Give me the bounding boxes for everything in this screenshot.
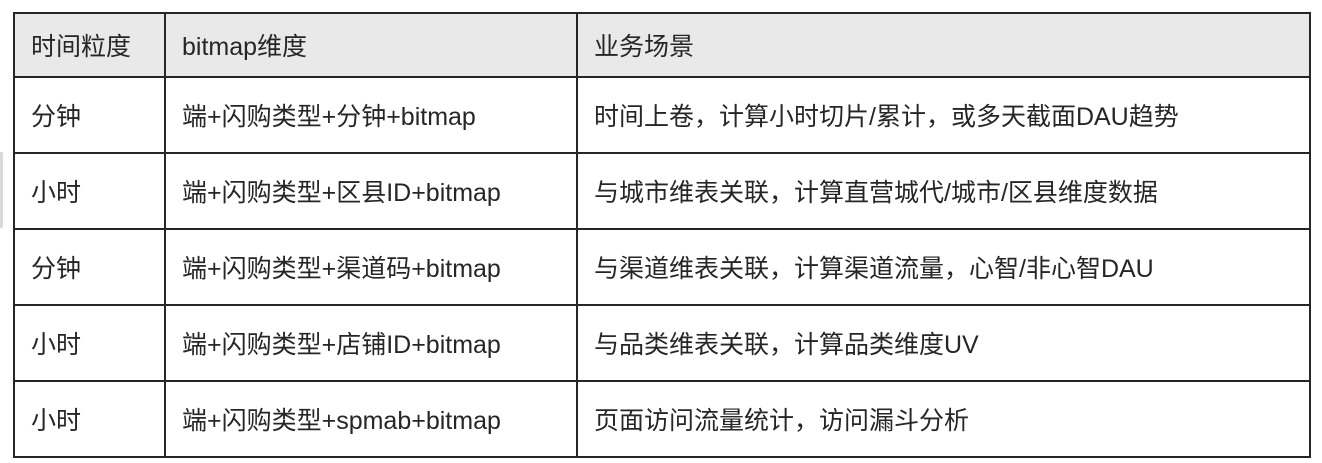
cell-dimension: 端+闪购类型+区县ID+bitmap bbox=[164, 152, 578, 230]
header-cell-time-granularity: 时间粒度 bbox=[13, 12, 166, 78]
cell-dimension: 端+闪购类型+spmab+bitmap bbox=[164, 380, 578, 458]
table-header: 时间粒度 bitmap维度 业务场景 bbox=[13, 12, 1311, 78]
table-row: 小时 端+闪购类型+spmab+bitmap 页面访问流量统计，访问漏斗分析 bbox=[13, 380, 1311, 458]
header-row: 时间粒度 bitmap维度 业务场景 bbox=[13, 12, 1311, 78]
table-body: 分钟 端+闪购类型+分钟+bitmap 时间上卷，计算小时切片/累计，或多天截面… bbox=[13, 76, 1311, 458]
table-row: 分钟 端+闪购类型+分钟+bitmap 时间上卷，计算小时切片/累计，或多天截面… bbox=[13, 76, 1311, 154]
table-row: 分钟 端+闪购类型+渠道码+bitmap 与渠道维表关联，计算渠道流量，心智/非… bbox=[13, 228, 1311, 306]
bitmap-dimension-table: 时间粒度 bitmap维度 业务场景 分钟 端+闪购类型+分钟+bitmap 时… bbox=[13, 12, 1311, 458]
cell-scenario: 时间上卷，计算小时切片/累计，或多天截面DAU趋势 bbox=[576, 76, 1311, 154]
table-row: 小时 端+闪购类型+区县ID+bitmap 与城市维表关联，计算直营城代/城市/… bbox=[13, 152, 1311, 230]
cell-granularity: 分钟 bbox=[13, 76, 166, 154]
cell-granularity: 小时 bbox=[13, 152, 166, 230]
cell-dimension: 端+闪购类型+渠道码+bitmap bbox=[164, 228, 578, 306]
cell-dimension: 端+闪购类型+店铺ID+bitmap bbox=[164, 304, 578, 382]
cell-dimension: 端+闪购类型+分钟+bitmap bbox=[164, 76, 578, 154]
cell-granularity: 小时 bbox=[13, 304, 166, 382]
cell-scenario: 与城市维表关联，计算直营城代/城市/区县维度数据 bbox=[576, 152, 1311, 230]
cell-scenario: 与渠道维表关联，计算渠道流量，心智/非心智DAU bbox=[576, 228, 1311, 306]
left-edge-artifact bbox=[0, 152, 3, 228]
cell-scenario: 页面访问流量统计，访问漏斗分析 bbox=[576, 380, 1311, 458]
cell-granularity: 小时 bbox=[13, 380, 166, 458]
header-cell-bitmap-dimension: bitmap维度 bbox=[164, 12, 578, 78]
header-cell-business-scenario: 业务场景 bbox=[576, 12, 1311, 78]
table-row: 小时 端+闪购类型+店铺ID+bitmap 与品类维表关联，计算品类维度UV bbox=[13, 304, 1311, 382]
cell-granularity: 分钟 bbox=[13, 228, 166, 306]
cell-scenario: 与品类维表关联，计算品类维度UV bbox=[576, 304, 1311, 382]
